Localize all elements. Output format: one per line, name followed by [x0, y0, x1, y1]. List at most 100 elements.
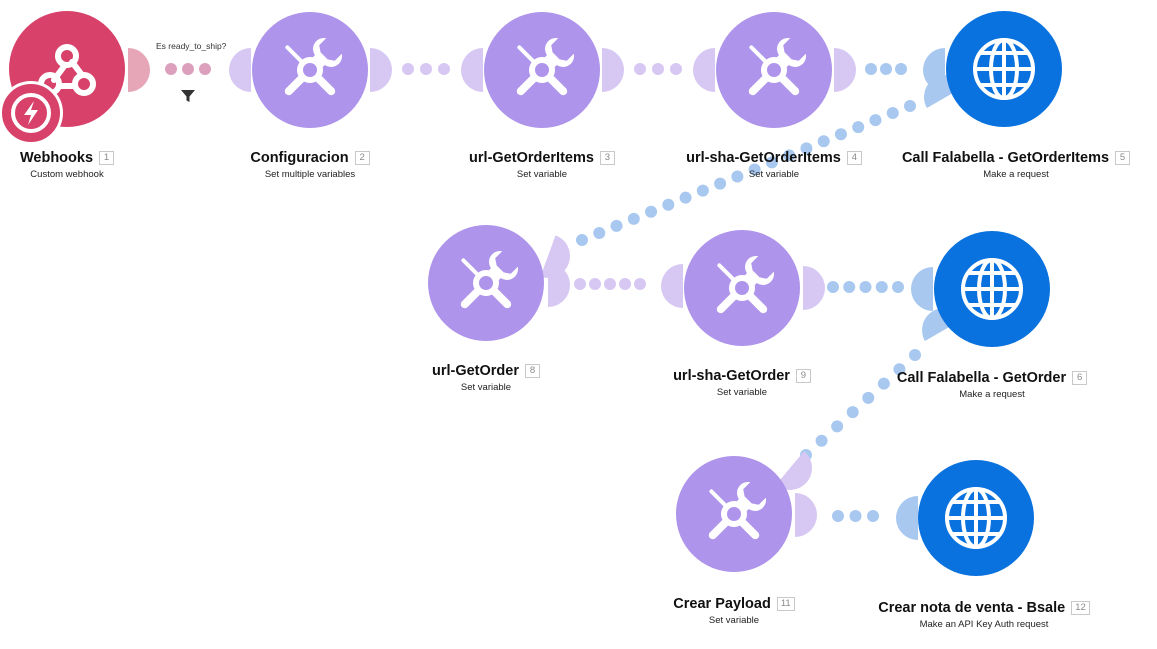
connector-handle: [911, 267, 933, 311]
tools-icon: [516, 37, 575, 96]
connector-dot: [634, 278, 646, 290]
connector-dot: [827, 281, 839, 293]
connector-dot: [574, 278, 586, 290]
connector-dot: [800, 142, 813, 155]
globe-icon: [973, 38, 1035, 100]
module-title: Call Falabella - GetOrderItems: [901, 150, 1110, 166]
tools-icon: [460, 250, 519, 309]
connector-handle: [834, 48, 856, 92]
connector-dot: [843, 281, 856, 293]
module-subtitle: Set variable: [516, 169, 568, 180]
crear-nota-de-venta-bsale-label: Crear nota de venta - Bsale 12 Make an A…: [834, 600, 1134, 630]
call-falabella-getorderitems-label: Call Falabella - GetOrderItems 5 Make a …: [866, 150, 1157, 180]
url-getorder-module-button[interactable]: [428, 225, 544, 341]
url-getorderitems-label: url-GetOrderItems 3 Set variable: [392, 150, 692, 180]
webhooks-label: Webhooks 1 Custom webhook: [0, 150, 217, 180]
module-title: Call Falabella - GetOrder: [896, 370, 1067, 386]
tools-icon: [716, 255, 775, 314]
module-title: Configuracion: [250, 150, 349, 166]
module-number: 2: [354, 151, 370, 165]
connector-dot: [182, 63, 194, 75]
connector-dot: [877, 377, 890, 390]
instant-trigger-badge: [0, 81, 63, 145]
connector-handle: [896, 496, 918, 540]
module-number: 8: [525, 364, 540, 378]
filter-label: Es ready_to_ship?: [156, 41, 227, 51]
connector-dot: [645, 205, 658, 218]
webhooks-module-button[interactable]: [9, 11, 125, 127]
module-subtitle: Make an API Key Auth request: [919, 619, 1049, 630]
configuracion-label: Configuracion 2 Set multiple variables: [160, 150, 460, 180]
connector-dot: [731, 170, 744, 183]
connector-handle: [370, 48, 392, 92]
connector-dot: [834, 128, 847, 141]
connector-handle: [461, 48, 483, 92]
connector-handle: [602, 48, 624, 92]
module-number: 6: [1072, 371, 1088, 385]
connector-handle: [540, 235, 570, 278]
connector-dot: [765, 156, 778, 169]
url-sha-getorder-module-button[interactable]: [684, 230, 800, 346]
connector-dot: [619, 278, 631, 290]
module-subtitle: Custom webhook: [30, 169, 104, 180]
connector-dot: [817, 135, 830, 148]
tools-icon: [708, 481, 767, 540]
module-subtitle: Set variable: [716, 387, 768, 398]
connector-dot: [875, 281, 888, 293]
globe-icon: [961, 258, 1023, 320]
module-title: Crear nota de venta - Bsale: [878, 600, 1066, 616]
crear-payload-module-button[interactable]: [676, 456, 792, 572]
connector-dot: [895, 63, 907, 75]
connector-dot: [438, 63, 450, 75]
connector-handle: [803, 266, 825, 310]
url-sha-getorder-label: url-sha-GetOrder 9 Set variable: [592, 368, 892, 398]
connector-dot: [909, 349, 921, 361]
connector-dot: [831, 420, 844, 433]
tools-icon: [748, 37, 807, 96]
module-number: 12: [1071, 601, 1090, 615]
module-subtitle: Make a request: [959, 389, 1025, 400]
connector-dot: [662, 198, 675, 211]
connector-dot: [589, 278, 601, 290]
module-subtitle: Set multiple variables: [264, 169, 356, 180]
connector-dot: [634, 63, 646, 75]
call-falabella-getorderitems-module-button[interactable]: [946, 11, 1062, 127]
connector-dot: [893, 363, 906, 376]
connector-handle: [693, 48, 715, 92]
connector-dot: [892, 281, 904, 293]
connector-dot: [696, 184, 709, 197]
filter-icon[interactable]: [180, 89, 196, 103]
crear-nota-de-venta-bsale-module-button[interactable]: [918, 460, 1034, 576]
module-number: 5: [1115, 151, 1131, 165]
module-subtitle: Set variable: [708, 615, 760, 626]
tools-icon: [284, 37, 343, 96]
url-sha-getorderitems-label: url-sha-GetOrderItems 4 Set variable: [624, 150, 924, 180]
module-title: url-GetOrder: [431, 363, 519, 379]
connector-dot: [748, 163, 761, 176]
connector-dot: [862, 391, 875, 404]
connector-dot: [904, 100, 916, 112]
module-subtitle: Make a request: [983, 169, 1049, 180]
lightning-icon: [11, 93, 51, 133]
url-getorderitems-module-button[interactable]: [484, 12, 600, 128]
module-number: 9: [795, 369, 811, 383]
configuracion-module-button[interactable]: [252, 12, 368, 128]
call-falabella-getorder-module-button[interactable]: [934, 231, 1050, 347]
crear-payload-label: Crear Payload 11 Set variable: [584, 596, 884, 626]
module-title: url-sha-GetOrderItems: [686, 150, 841, 166]
connector-handle: [795, 493, 817, 537]
module-title: Crear Payload: [673, 596, 771, 612]
connector-dot: [420, 63, 432, 75]
connector-dot: [604, 278, 616, 290]
connector-dot: [852, 121, 865, 134]
module-subtitle: Set variable: [748, 169, 800, 180]
url-getorder-label: url-GetOrder 8 Set variable: [336, 363, 636, 393]
connector-dot: [783, 149, 796, 162]
connector-dot: [859, 281, 872, 293]
connector-dot: [880, 63, 892, 75]
connector-dot: [576, 234, 588, 246]
connector-handle: [775, 451, 813, 491]
connector-dot: [593, 226, 606, 239]
url-sha-getorderitems-module-button[interactable]: [716, 12, 832, 128]
